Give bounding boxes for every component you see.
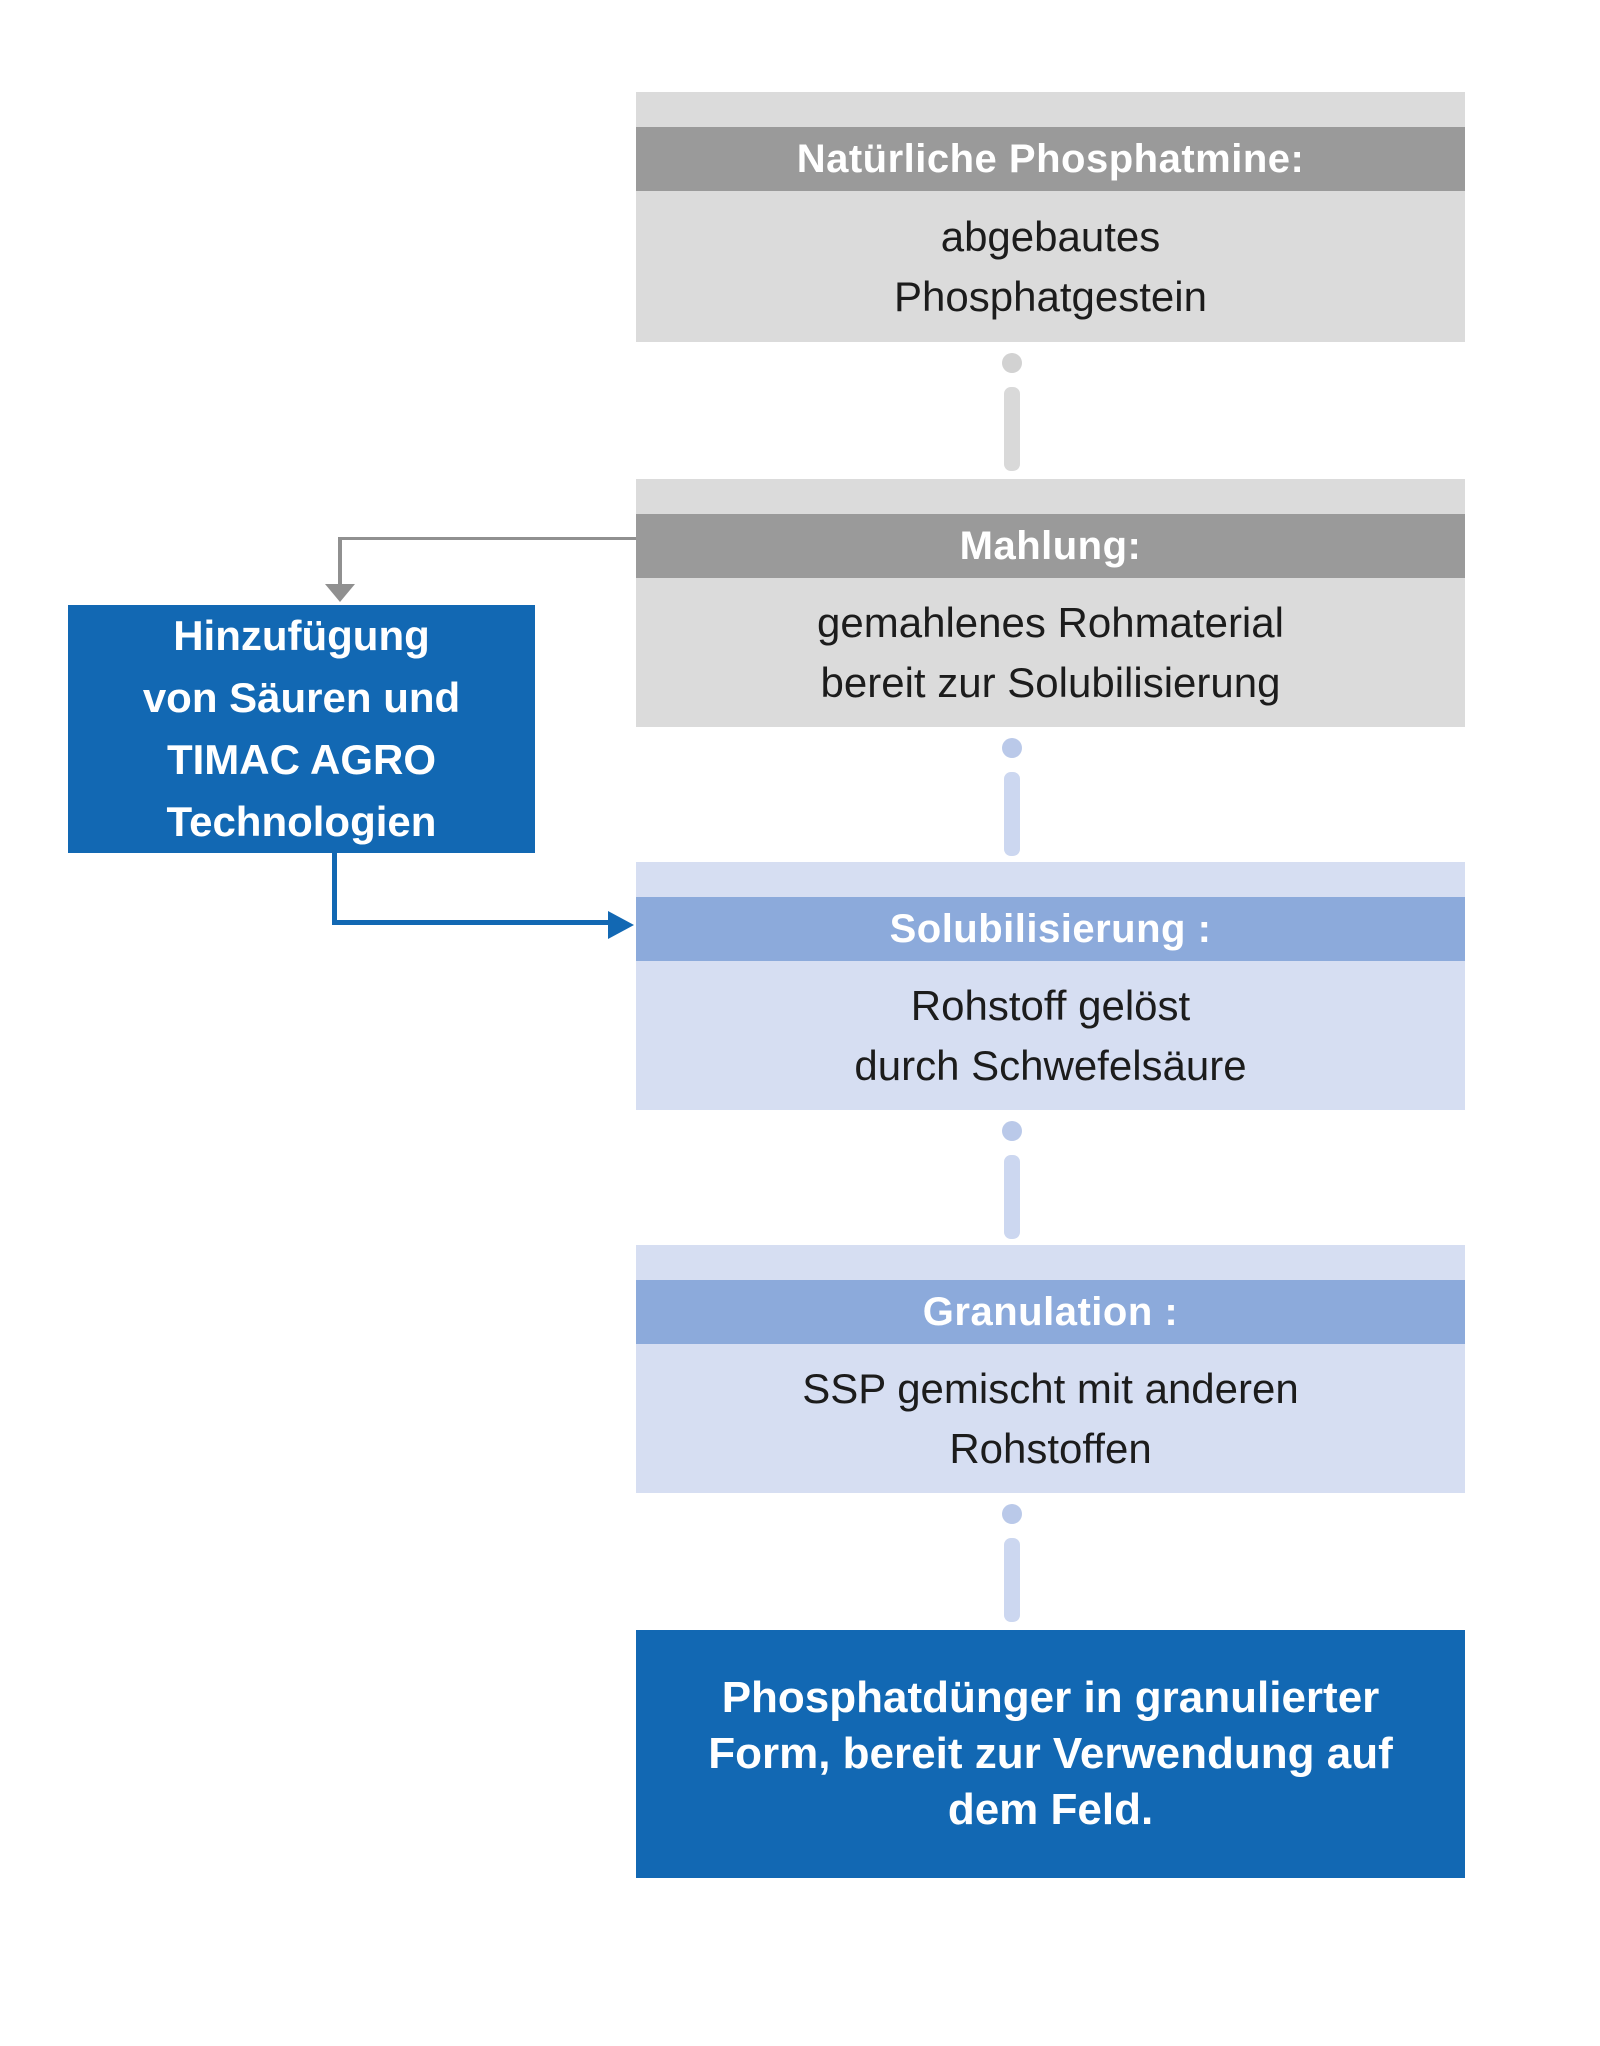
- stage-body-line: bereit zur Solubilisierung: [820, 658, 1281, 706]
- stage-body-line: Rohstoffen: [949, 1424, 1152, 1472]
- connector-bar-blue: [1004, 1538, 1020, 1622]
- arrow-blue-horizontal-segment: [332, 920, 608, 925]
- stage-body-line: Phosphatgestein: [894, 272, 1207, 320]
- connector-dot-blue: [1002, 1504, 1022, 1524]
- stage-body-natural-phosphate-mine: abgebautes Phosphatgestein: [636, 191, 1465, 342]
- stage-box-granulation: Granulation : SSP gemischt mit anderen R…: [636, 1245, 1465, 1493]
- connector-bar-blue: [1004, 1155, 1020, 1239]
- side-box-line: Hinzufügung: [173, 612, 430, 659]
- stage-body-line: abgebautes: [940, 212, 1161, 260]
- stage-body-line: SSP gemischt mit anderen: [802, 1364, 1299, 1412]
- stage-body-line: gemahlenes Rohmaterial: [817, 598, 1284, 646]
- stage-header-natural-phosphate-mine: Natürliche Phosphatmine:: [636, 127, 1465, 191]
- arrow-gray-down-arrowhead-icon: [325, 584, 355, 602]
- stage-body-granulation: SSP gemischt mit anderen Rohstoffen: [636, 1344, 1465, 1493]
- connector-dot-gray: [1002, 353, 1022, 373]
- stage-box-mahlung: Mahlung: gemahlenes Rohmaterial bereit z…: [636, 479, 1465, 727]
- stage-box-solubilisierung: Solubilisierung : Rohstoff gelöst durch …: [636, 862, 1465, 1110]
- connector-dot-blue: [1002, 1121, 1022, 1141]
- stage-body-solubilisierung: Rohstoff gelöst durch Schwefelsäure: [636, 961, 1465, 1110]
- stage-header-label: Mahlung:: [959, 523, 1142, 568]
- arrow-gray-horizontal-segment: [340, 537, 636, 540]
- side-box-line: TIMAC AGRO: [166, 736, 437, 783]
- stage-box-natural-phosphate-mine: Natürliche Phosphatmine: abgebautes Phos…: [636, 92, 1465, 342]
- final-box-line: Phosphatdünger in granulierter: [721, 1673, 1380, 1722]
- side-box-line: von Säuren und: [142, 674, 461, 721]
- stage-box-final-fertilizer: Phosphatdünger in granulierter Form, ber…: [636, 1630, 1465, 1878]
- stage-header-mahlung: Mahlung:: [636, 514, 1465, 578]
- stage-body-line: durch Schwefelsäure: [854, 1041, 1247, 1089]
- side-box-timac-agro-technologies: Hinzufügung von Säuren und TIMAC AGRO Te…: [68, 605, 535, 853]
- stage-header-granulation: Granulation :: [636, 1280, 1465, 1344]
- arrow-gray-vertical-segment: [338, 537, 342, 585]
- final-box-line: dem Feld.: [947, 1785, 1154, 1834]
- final-box-line: Form, bereit zur Verwendung auf: [708, 1729, 1393, 1778]
- connector-bar-gray: [1004, 387, 1020, 471]
- arrow-blue-vertical-segment: [332, 853, 337, 925]
- stage-header-label: Solubilisierung :: [889, 906, 1212, 951]
- connector-dot-blue: [1002, 738, 1022, 758]
- stage-header-solubilisierung: Solubilisierung :: [636, 897, 1465, 961]
- stage-body-line: Rohstoff gelöst: [910, 981, 1191, 1029]
- stage-header-label: Natürliche Phosphatmine:: [796, 136, 1305, 181]
- arrow-blue-right-arrowhead-icon: [608, 911, 634, 939]
- stage-header-label: Granulation :: [922, 1289, 1179, 1334]
- side-box-line: Technologien: [166, 798, 437, 845]
- stage-body-mahlung: gemahlenes Rohmaterial bereit zur Solubi…: [636, 578, 1465, 727]
- connector-bar-blue: [1004, 772, 1020, 856]
